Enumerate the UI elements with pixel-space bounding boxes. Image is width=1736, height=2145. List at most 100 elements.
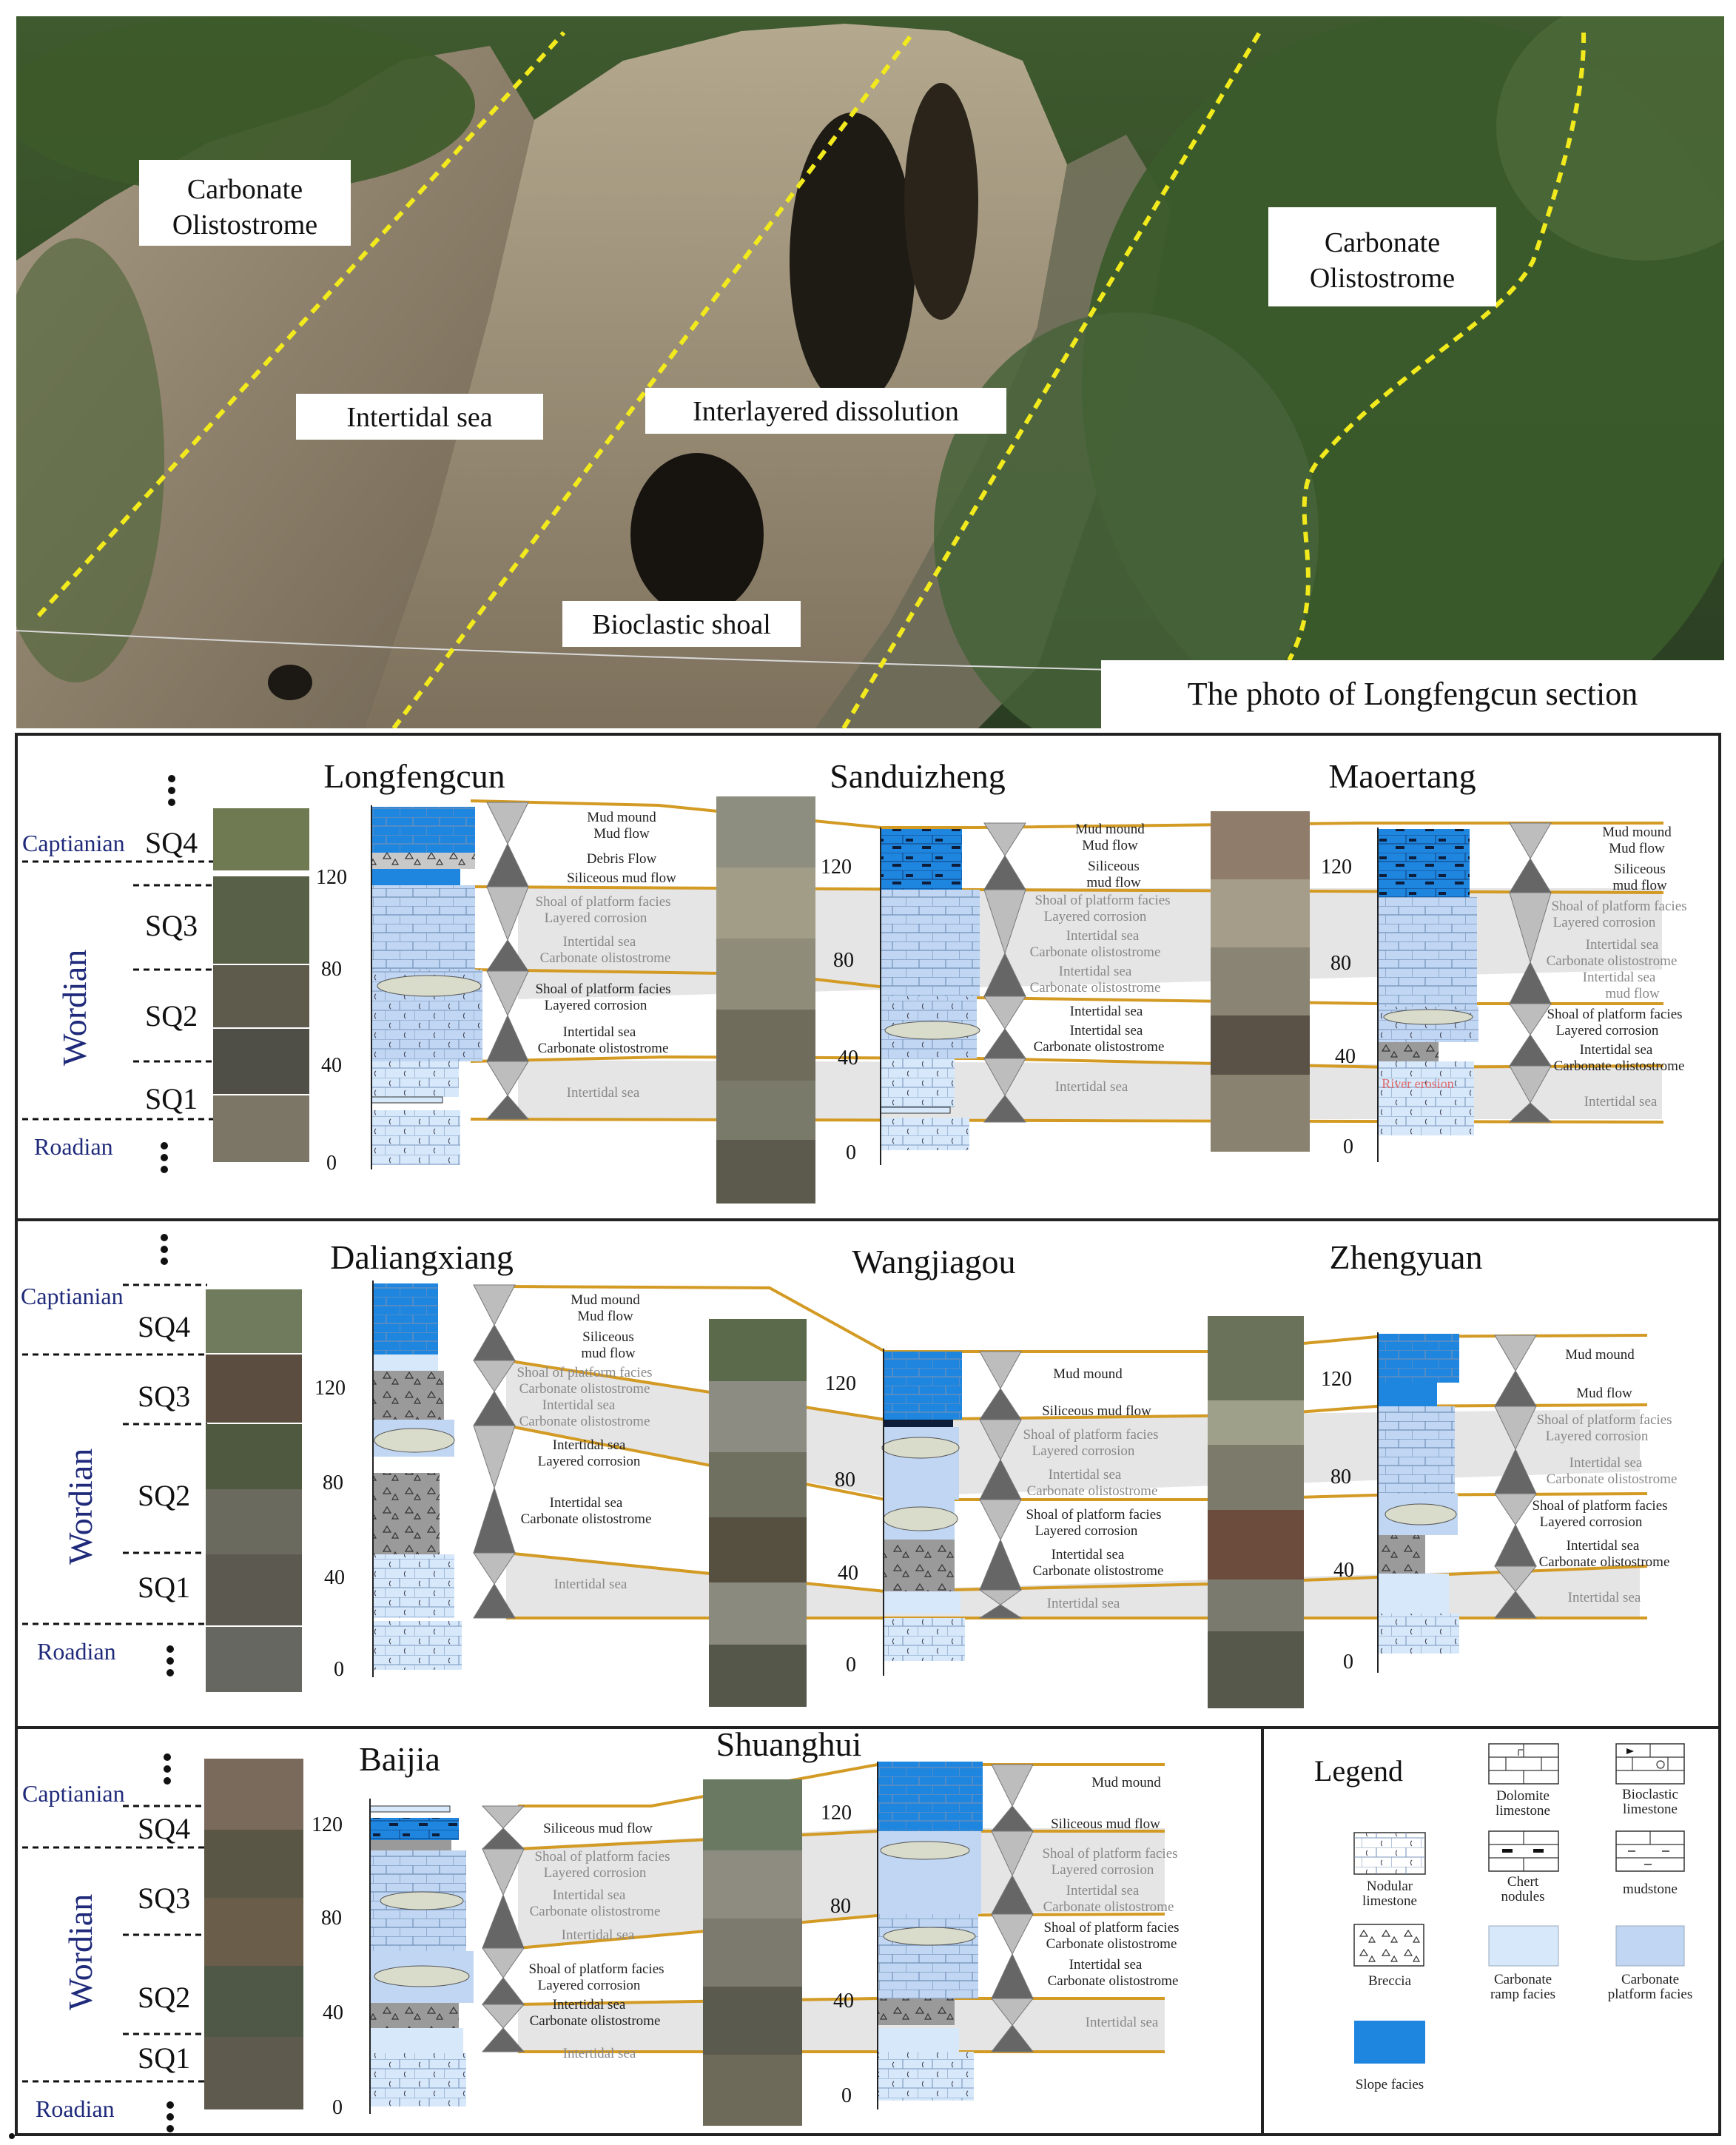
litho-column-zhengyuan	[1377, 1332, 1459, 1673]
litho-column-daliangxiang	[372, 1280, 462, 1677]
sequence-sq3: SQ3	[138, 1882, 190, 1915]
litho-column-maoertang	[1377, 828, 1478, 1162]
svg-text:Shoal of platform facies: Shoal of platform facies	[1547, 1007, 1682, 1022]
boundary-line	[841, 31, 1262, 728]
cycle-triangles-zhengyuan	[1493, 1335, 1538, 1619]
svg-text:Layered corrosion: Layered corrosion	[545, 910, 647, 926]
svg-text:Shoal of platform facies: Shoal of platform facies	[1042, 1846, 1177, 1862]
svg-text:120: 120	[312, 1813, 343, 1836]
scale-baijia: 120 80 40 0	[312, 1813, 343, 2119]
scale-longfengcun: 120 80 40 0	[316, 866, 347, 1175]
svg-text:Intertidal sea: Intertidal sea	[1570, 1455, 1643, 1471]
svg-text:Breccia: Breccia	[1368, 1973, 1412, 1989]
panel-frame-bottom	[15, 1726, 1721, 2136]
sequence-sq2: SQ2	[138, 1981, 190, 2014]
svg-text:Siliceous: Siliceous	[1614, 862, 1666, 877]
litho-column-sanduizheng	[880, 828, 980, 1165]
svg-text:40: 40	[324, 1566, 345, 1589]
svg-text:Carbonate olistostrome: Carbonate olistostrome	[1027, 1483, 1158, 1499]
svg-text:Shoal of platform facies: Shoal of platform facies	[1532, 1498, 1667, 1514]
svg-text:120: 120	[316, 866, 347, 889]
facies-text-sanduizheng: Mud mound Mud flow Siliceous mud flow Sh…	[1030, 822, 1171, 1095]
svg-text:Intertidal sea: Intertidal sea	[1580, 1042, 1653, 1058]
panel-3: Captianian SQ4 SQ3 SQ2 SQ1 Wordian Roadi…	[9, 1725, 1180, 2139]
svg-text:120: 120	[825, 1372, 856, 1395]
correlation-line	[470, 799, 1663, 829]
continuation-dots	[161, 775, 175, 1173]
scale-shuanghui: 120 80 40 0	[821, 1802, 854, 2107]
svg-text:Carbonate olistostrome: Carbonate olistostrome	[1030, 980, 1161, 996]
svg-text:Carbonate olistostrome: Carbonate olistostrome	[1030, 944, 1161, 960]
svg-text:Intertidal sea: Intertidal sea	[1049, 1467, 1122, 1483]
svg-text:Intertidal sea: Intertidal sea	[550, 1495, 623, 1511]
svg-text:Carbonate: Carbonate	[1325, 227, 1440, 258]
stage-wordian: Wordian	[61, 1894, 99, 2010]
svg-text:Interlayered dissolution: Interlayered dissolution	[693, 396, 959, 427]
svg-text:Mud flow: Mud flow	[1609, 841, 1665, 856]
cycle-triangles-baijia	[481, 1805, 525, 2052]
svg-text:40: 40	[323, 2001, 343, 2024]
scale-maoertang: 120 80 40 0	[1321, 856, 1356, 1158]
svg-text:0: 0	[846, 1141, 856, 1164]
stage-wordian: Wordian	[55, 950, 93, 1066]
svg-text:Carbonate olistostrome: Carbonate olistostrome	[1034, 1039, 1165, 1055]
cycle-triangles-wangjiagou	[978, 1351, 1023, 1619]
svg-text:40: 40	[321, 1054, 342, 1077]
litho-column-shuanghui	[877, 1762, 983, 2109]
litho-column-baijia	[369, 1799, 474, 2114]
legend-item-carbonate-platform-facies: Carbonate platform facies	[1608, 1925, 1692, 2002]
sequence-sq3: SQ3	[138, 1380, 190, 1413]
svg-text:0: 0	[332, 2096, 343, 2119]
sequence-sq1: SQ1	[145, 1082, 198, 1115]
svg-text:Siliceous mud flow: Siliceous mud flow	[567, 870, 676, 886]
legend-item-nodular-limestone: Nodular limestone	[1353, 1832, 1426, 1909]
sequence-sq4: SQ4	[138, 1812, 190, 1845]
svg-text:Intertidal sea: Intertidal sea	[1584, 1094, 1658, 1110]
section-title-wangjiagou: Wangjiagou	[852, 1243, 1015, 1280]
svg-text:Carbonate olistostrome: Carbonate olistostrome	[1048, 1973, 1179, 1989]
label-bioclastic-shoal: Bioclastic shoal	[562, 601, 801, 647]
correlation-line	[505, 1285, 1648, 1353]
svg-text:Intertidal sea: Intertidal sea	[553, 1887, 626, 1903]
svg-text:Layered corrosion: Layered corrosion	[1032, 1443, 1135, 1459]
facies-text-wangjiagou: Mud mound Siliceous mud flow Shoal of pl…	[1023, 1366, 1163, 1611]
stage-wordian: Wordian	[61, 1449, 99, 1565]
svg-text:Mud mound: Mud mound	[1602, 825, 1672, 840]
svg-text:Carbonate: Carbonate	[1621, 1972, 1679, 1987]
svg-text:mud flow: mud flow	[581, 1346, 636, 1361]
svg-text:Chert: Chert	[1507, 1874, 1539, 1890]
boundary-line	[1287, 32, 1587, 662]
svg-text:Intertidal sea: Intertidal sea	[1070, 1023, 1143, 1038]
svg-text:Intertidal sea: Intertidal sea	[1586, 937, 1659, 953]
svg-text:Intertidal sea: Intertidal sea	[1567, 1538, 1640, 1554]
svg-text:Nodular: Nodular	[1367, 1879, 1413, 1894]
legend-item-carbonate-ramp-facies: Carbonate ramp facies	[1488, 1925, 1559, 2002]
svg-text:Debris Flow: Debris Flow	[587, 851, 657, 867]
svg-text:Carbonate olistostrome: Carbonate olistostrome	[1547, 953, 1678, 969]
legend-item-breccia: Breccia	[1353, 1924, 1424, 1989]
svg-text:Intertidal sea: Intertidal sea	[1055, 1079, 1128, 1095]
vegetation-patch	[16, 16, 475, 194]
svg-text:Intertidal sea: Intertidal sea	[542, 1397, 616, 1413]
svg-text:Carbonate olistostrome: Carbonate olistostrome	[1033, 1563, 1164, 1579]
svg-text:80: 80	[1330, 1466, 1351, 1488]
vegetation-patch	[16, 238, 164, 682]
svg-text:Layered corrosion: Layered corrosion	[1044, 909, 1147, 924]
svg-text:Layered corrosion: Layered corrosion	[1035, 1523, 1138, 1539]
facies-text-zhengyuan: Mud mound Mud flow Shoal of platform fac…	[1532, 1347, 1677, 1605]
outcrop-photos-longfengcun	[213, 808, 309, 1162]
svg-text:Layered corrosion: Layered corrosion	[538, 1978, 641, 1993]
svg-text:0: 0	[326, 1152, 337, 1175]
stage-boundaries	[22, 1283, 207, 1625]
svg-text:Intertidal sea: Intertidal sea	[1069, 1957, 1143, 1973]
svg-text:mud flow: mud flow	[1612, 878, 1667, 893]
legend-item-chert-nodules: Chert nodules	[1488, 1830, 1559, 1904]
svg-text:Bioclastic: Bioclastic	[1622, 1787, 1678, 1802]
cycle-triangles-shuanghui	[990, 1764, 1034, 2052]
sequence-sq3: SQ3	[145, 909, 198, 942]
svg-text:Intertidal sea: Intertidal sea	[563, 1024, 636, 1040]
svg-text:Siliceous mud flow: Siliceous mud flow	[1051, 1816, 1160, 1832]
svg-text:Shoal of platform facies: Shoal of platform facies	[1034, 893, 1170, 908]
svg-text:limestone: limestone	[1623, 1802, 1678, 1817]
